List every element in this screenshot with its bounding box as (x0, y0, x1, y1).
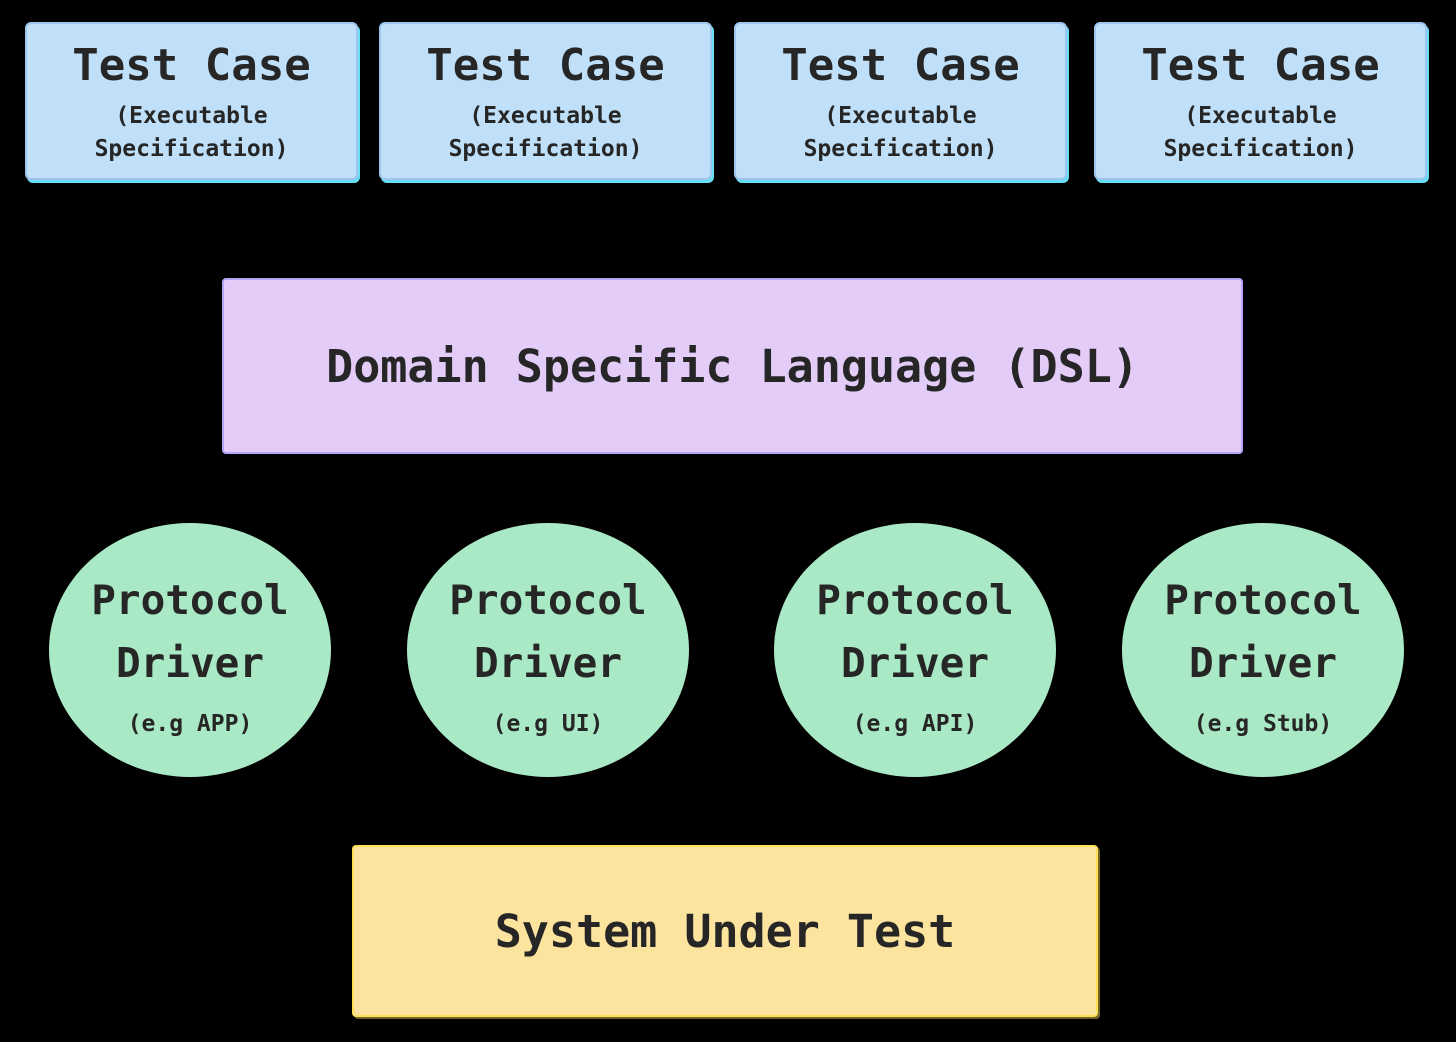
test-case-title: Test Case (72, 40, 311, 91)
test-case-title: Test Case (426, 40, 665, 91)
system-under-test-box: System Under Test (352, 845, 1098, 1017)
test-case-subtitle: (Executable Specification) (1163, 103, 1358, 162)
dsl-label: Domain Specific Language (DSL) (326, 339, 1139, 393)
protocol-driver-subtitle: (e.g API) (852, 711, 978, 737)
test-case-subtitle: (Executable Specification) (448, 103, 643, 162)
protocol-driver-title: Protocol Driver (449, 576, 647, 687)
test-case-subtitle: (Executable Specification) (803, 103, 998, 162)
protocol-driver-circle: Protocol Driver (e.g Stub) (1122, 523, 1404, 777)
protocol-driver-title: Protocol Driver (1164, 576, 1362, 687)
protocol-driver-circle: Protocol Driver (e.g UI) (407, 523, 689, 777)
protocol-driver-circle: Protocol Driver (e.g API) (774, 523, 1056, 777)
protocol-driver-subtitle: (e.g APP) (127, 711, 253, 737)
test-case-box: Test Case (Executable Specification) (379, 22, 712, 180)
system-under-test-label: System Under Test (494, 904, 956, 958)
protocol-driver-circle: Protocol Driver (e.g APP) (49, 523, 331, 777)
test-case-box: Test Case (Executable Specification) (734, 22, 1067, 180)
protocol-driver-subtitle: (e.g Stub) (1193, 711, 1333, 737)
dsl-box: Domain Specific Language (DSL) (222, 278, 1243, 454)
test-case-title: Test Case (781, 40, 1020, 91)
protocol-driver-title: Protocol Driver (816, 576, 1014, 687)
test-case-title: Test Case (1141, 40, 1380, 91)
test-case-box: Test Case (Executable Specification) (25, 22, 358, 180)
test-case-box: Test Case (Executable Specification) (1094, 22, 1427, 180)
protocol-driver-title: Protocol Driver (91, 576, 289, 687)
test-case-subtitle: (Executable Specification) (94, 103, 289, 162)
protocol-driver-subtitle: (e.g UI) (492, 711, 604, 737)
